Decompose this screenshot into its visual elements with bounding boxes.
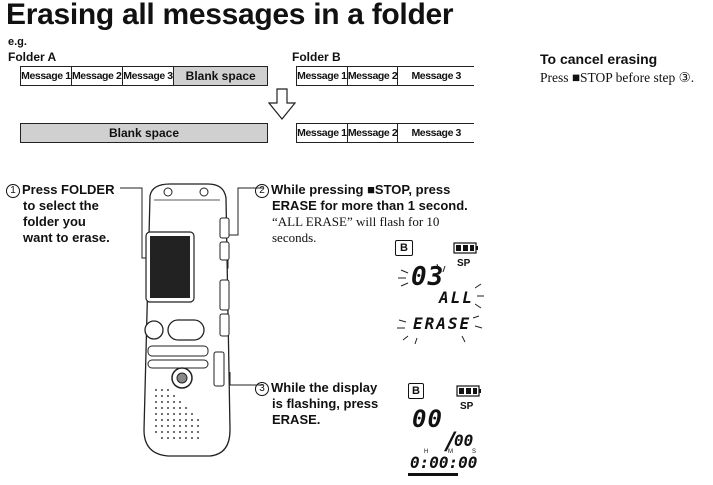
folder-a-label: Folder A [8,50,57,64]
example-label: e.g. [8,36,27,48]
folder-b-message-1: Message 1 [297,67,348,85]
battery-icon-2 [456,385,481,397]
battery-icon [453,242,478,254]
folder-a-after-strip: Blank space [20,123,268,143]
cancel-heading: To cancel erasing [540,51,658,67]
folder-b-after-strip: Message 1 Message 2 Message 3 [296,123,474,143]
step-2-note-line-2: seconds. [272,230,317,245]
erased-display: B SP 00 / 00 H M S 0:00:00 [408,383,484,479]
folder-a-strip: Message 1 Message 2 Message 3 Blank spac… [20,66,269,86]
level-bar [408,473,458,476]
voice-recorder-illustration [120,183,263,457]
step-2-line-2: ERASE for more than 1 second. [272,198,468,213]
down-arrow-icon [268,88,297,120]
page-title: Erasing all messages in a folder [6,0,454,31]
folder-number: 03 [411,262,445,292]
folder-b-after-message-2: Message 2 [348,124,399,142]
step-2-note: “ALL ERASE” will flash for 10 seconds. [272,214,439,246]
flashing-display: B SP 03 ALL ERASE [395,240,485,345]
step-3-line-3: ERASE. [272,412,321,427]
folder-b-strip: Message 1 Message 2 Message 3 [296,66,474,86]
unit-m: M [448,449,453,455]
step-2-number: 2 [255,184,269,198]
total-messages: 00 [454,431,474,450]
step-1-line-4: want to erase. [23,230,110,245]
step-1-line-1: Press FOLDER [22,182,115,197]
step-3-line-2: is flashing, press [272,396,379,411]
folder-a-message-2: Message 2 [72,67,123,85]
folder-a-blank-space: Blank space [174,67,269,85]
folder-b-icon-2: B [408,383,424,399]
erase-text: ERASE [413,314,472,333]
step-1-number: 1 [6,184,20,198]
step-2-line-1: While pressing ■STOP, press [271,182,451,197]
elapsed-time: 0:00:00 [410,453,478,472]
folder-b-after-message-1: Message 1 [297,124,348,142]
folder-b-message-3: Message 3 [411,70,461,82]
message-number: 00 [412,405,443,433]
step-1-line-3: folder you [23,214,86,229]
flash-rays-icon [397,263,484,345]
mode-sp-label: SP [457,258,471,269]
step-3-line-1: While the display [271,380,378,395]
folder-b-message-2: Message 2 [348,67,399,85]
unit-s: S [472,449,477,455]
step-3-number: 3 [255,382,269,396]
step-2-note-line-1: “ALL ERASE” will flash for 10 [272,214,440,229]
unit-h: H [424,449,429,455]
folder-b-label: Folder B [292,50,341,64]
folder-b-after-message-3: Message 3 [411,127,461,139]
folder-a-message-1: Message 1 [21,67,72,85]
slash-glyph: / [444,427,459,455]
mode-sp-label-2: SP [460,401,474,412]
cancel-body: Press ■STOP before step ③. [540,70,695,85]
folder-b-icon: B [395,240,413,256]
folder-a-after-blank: Blank space [108,126,180,140]
step-1-line-2: to select the [23,198,99,213]
folder-a-message-3: Message 3 [123,67,175,85]
all-text: ALL [439,288,474,307]
